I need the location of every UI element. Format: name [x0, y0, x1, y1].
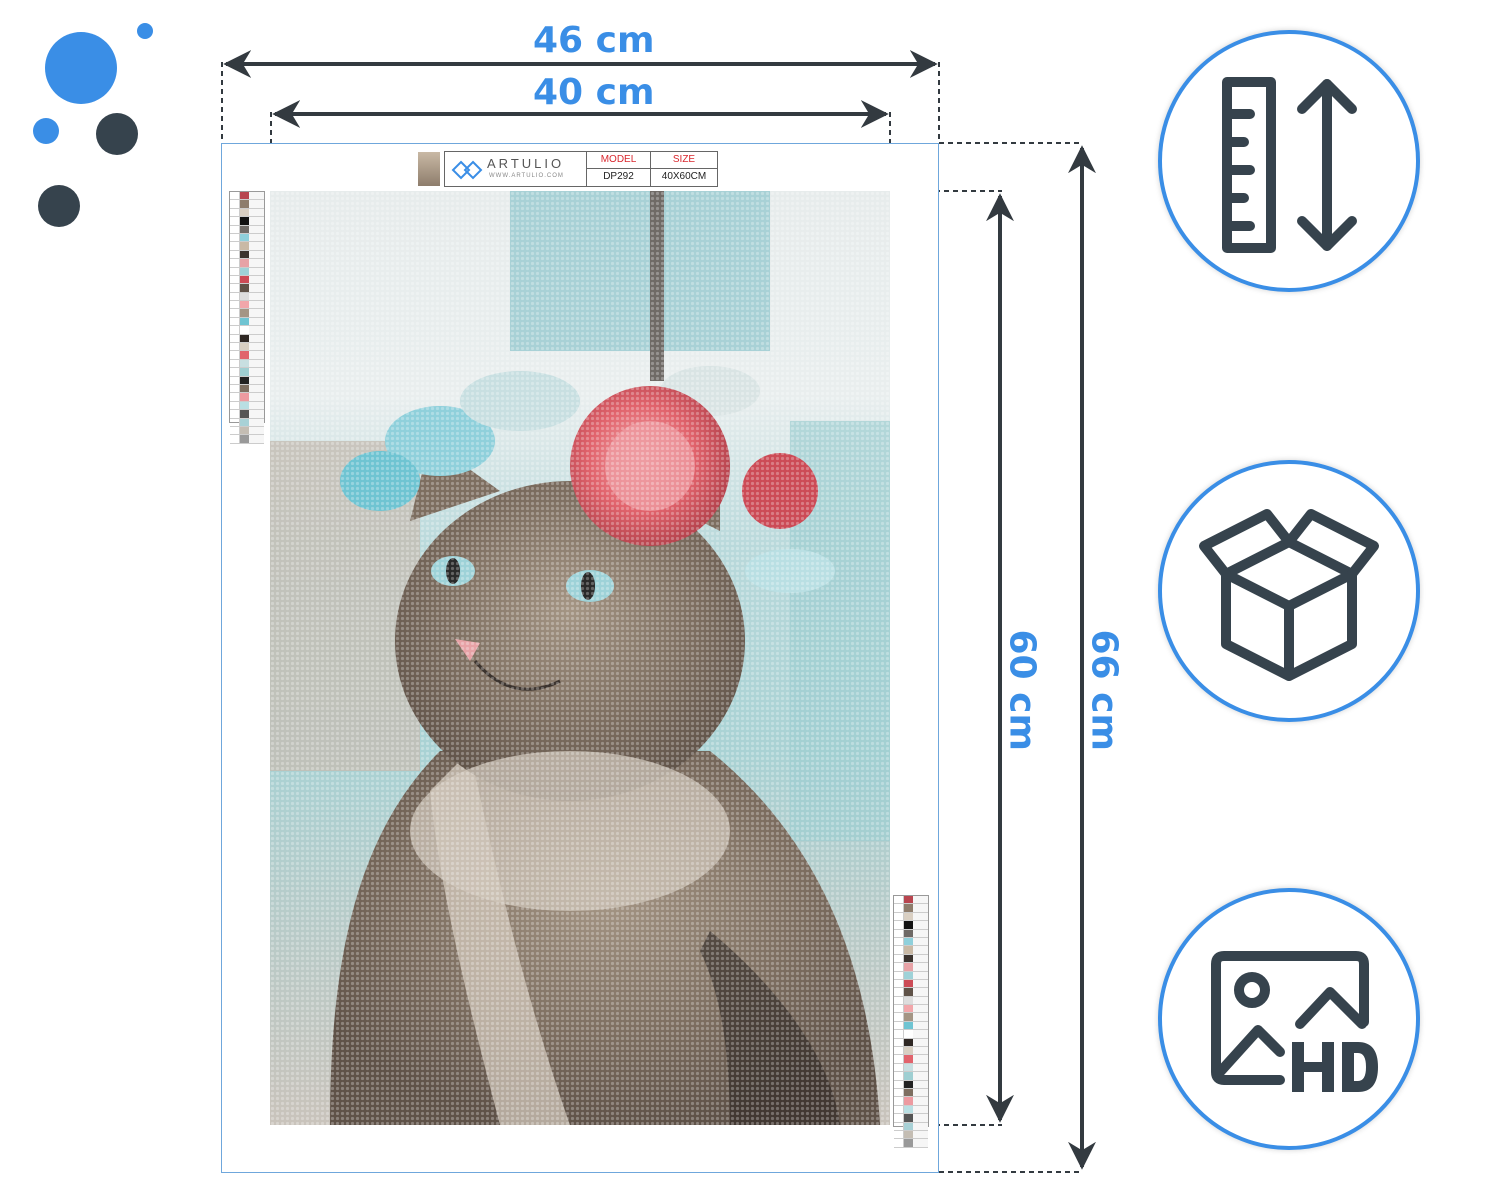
legend-row: [230, 284, 264, 293]
legend-row: [894, 1055, 928, 1064]
legend-row: [894, 1005, 928, 1014]
model-label: MODEL: [587, 152, 651, 169]
brand-name: ARTULIO: [487, 156, 565, 171]
legend-row: [894, 954, 928, 964]
artwork-illustration: [270, 191, 890, 1125]
legend-row: [230, 267, 264, 276]
legend-row: [230, 435, 264, 444]
inner-height-label: 60 cm: [1001, 629, 1043, 751]
legend-row: [894, 1114, 928, 1123]
feature-circle-size: [1158, 30, 1420, 292]
legend-row: [894, 1088, 928, 1098]
legend-row: [230, 292, 264, 302]
legend-row: [894, 921, 928, 930]
legend-row: [230, 334, 264, 344]
legend-row: [894, 946, 928, 955]
feature-circle-package: [1158, 460, 1420, 722]
size-label: SIZE: [651, 152, 717, 169]
outer-height-label: 66 cm: [1083, 629, 1125, 751]
legend-row: [894, 996, 928, 1006]
legend-row: [894, 963, 928, 972]
cat-flower-crown-artwork: [270, 191, 890, 1125]
legend-row: [230, 418, 264, 427]
legend-row: [230, 343, 264, 352]
legend-row: [894, 1105, 928, 1115]
inner-width-label: 40 cm: [533, 72, 655, 113]
legend-row: [894, 929, 928, 938]
legend-row: [230, 410, 264, 419]
legend-row: [230, 208, 264, 218]
size-value: 40X60CM: [661, 171, 707, 182]
legend-row: [230, 233, 264, 243]
legend-row: [894, 1122, 928, 1131]
legend-row: [894, 912, 928, 922]
legend-row: [894, 1021, 928, 1031]
brand-logo: ARTULIO WWW.ARTULIO.COM: [445, 152, 587, 186]
legend-row: [894, 1139, 928, 1148]
product-header: ARTULIO WWW.ARTULIO.COM MODEL SIZE DP292…: [444, 151, 718, 187]
package-box-icon: [1199, 509, 1379, 681]
legend-row: [894, 1013, 928, 1022]
legend-row: [230, 309, 264, 318]
legend-row: [230, 242, 264, 251]
legend-row: [230, 200, 264, 209]
legend-row: [230, 326, 264, 335]
legend-row: [230, 317, 264, 327]
legend-row: [230, 250, 264, 260]
legend-row: [894, 1063, 928, 1073]
legend-row: [230, 359, 264, 369]
legend-row: [894, 1038, 928, 1048]
hd-image-icon: [1211, 951, 1378, 1092]
legend-row: [230, 401, 264, 411]
artulio-logo-icon: [451, 160, 483, 180]
legend-row: [230, 217, 264, 226]
legend-row: [894, 1080, 928, 1089]
legend-row: [894, 896, 928, 905]
feature-circle-hd: [1158, 888, 1420, 1150]
color-legend-right: [893, 895, 929, 1148]
model-value: DP292: [587, 169, 651, 186]
legend-row: [230, 426, 264, 436]
legend-row: [894, 1097, 928, 1106]
legend-row: [894, 904, 928, 913]
legend-row: [230, 192, 264, 201]
legend-row: [894, 988, 928, 997]
legend-row: [230, 393, 264, 402]
legend-row: [230, 368, 264, 377]
legend-row: [230, 225, 264, 234]
brand-website: WWW.ARTULIO.COM: [489, 173, 564, 179]
decorative-dots: [33, 23, 153, 227]
outer-width-label: 46 cm: [533, 20, 655, 61]
legend-row: [230, 376, 264, 385]
legend-row: [230, 384, 264, 394]
legend-row: [894, 971, 928, 980]
legend-row: [230, 301, 264, 310]
legend-row: [894, 1130, 928, 1140]
thumbnail-image: [418, 152, 440, 186]
legend-row: [894, 1047, 928, 1056]
legend-row: [894, 937, 928, 947]
legend-row: [894, 979, 928, 989]
legend-row: [230, 259, 264, 268]
legend-row: [230, 351, 264, 360]
ruler-height-icon: [1222, 77, 1357, 253]
legend-row: [894, 1030, 928, 1039]
color-legend-left: [229, 191, 265, 444]
legend-row: [230, 275, 264, 285]
legend-row: [894, 1072, 928, 1081]
